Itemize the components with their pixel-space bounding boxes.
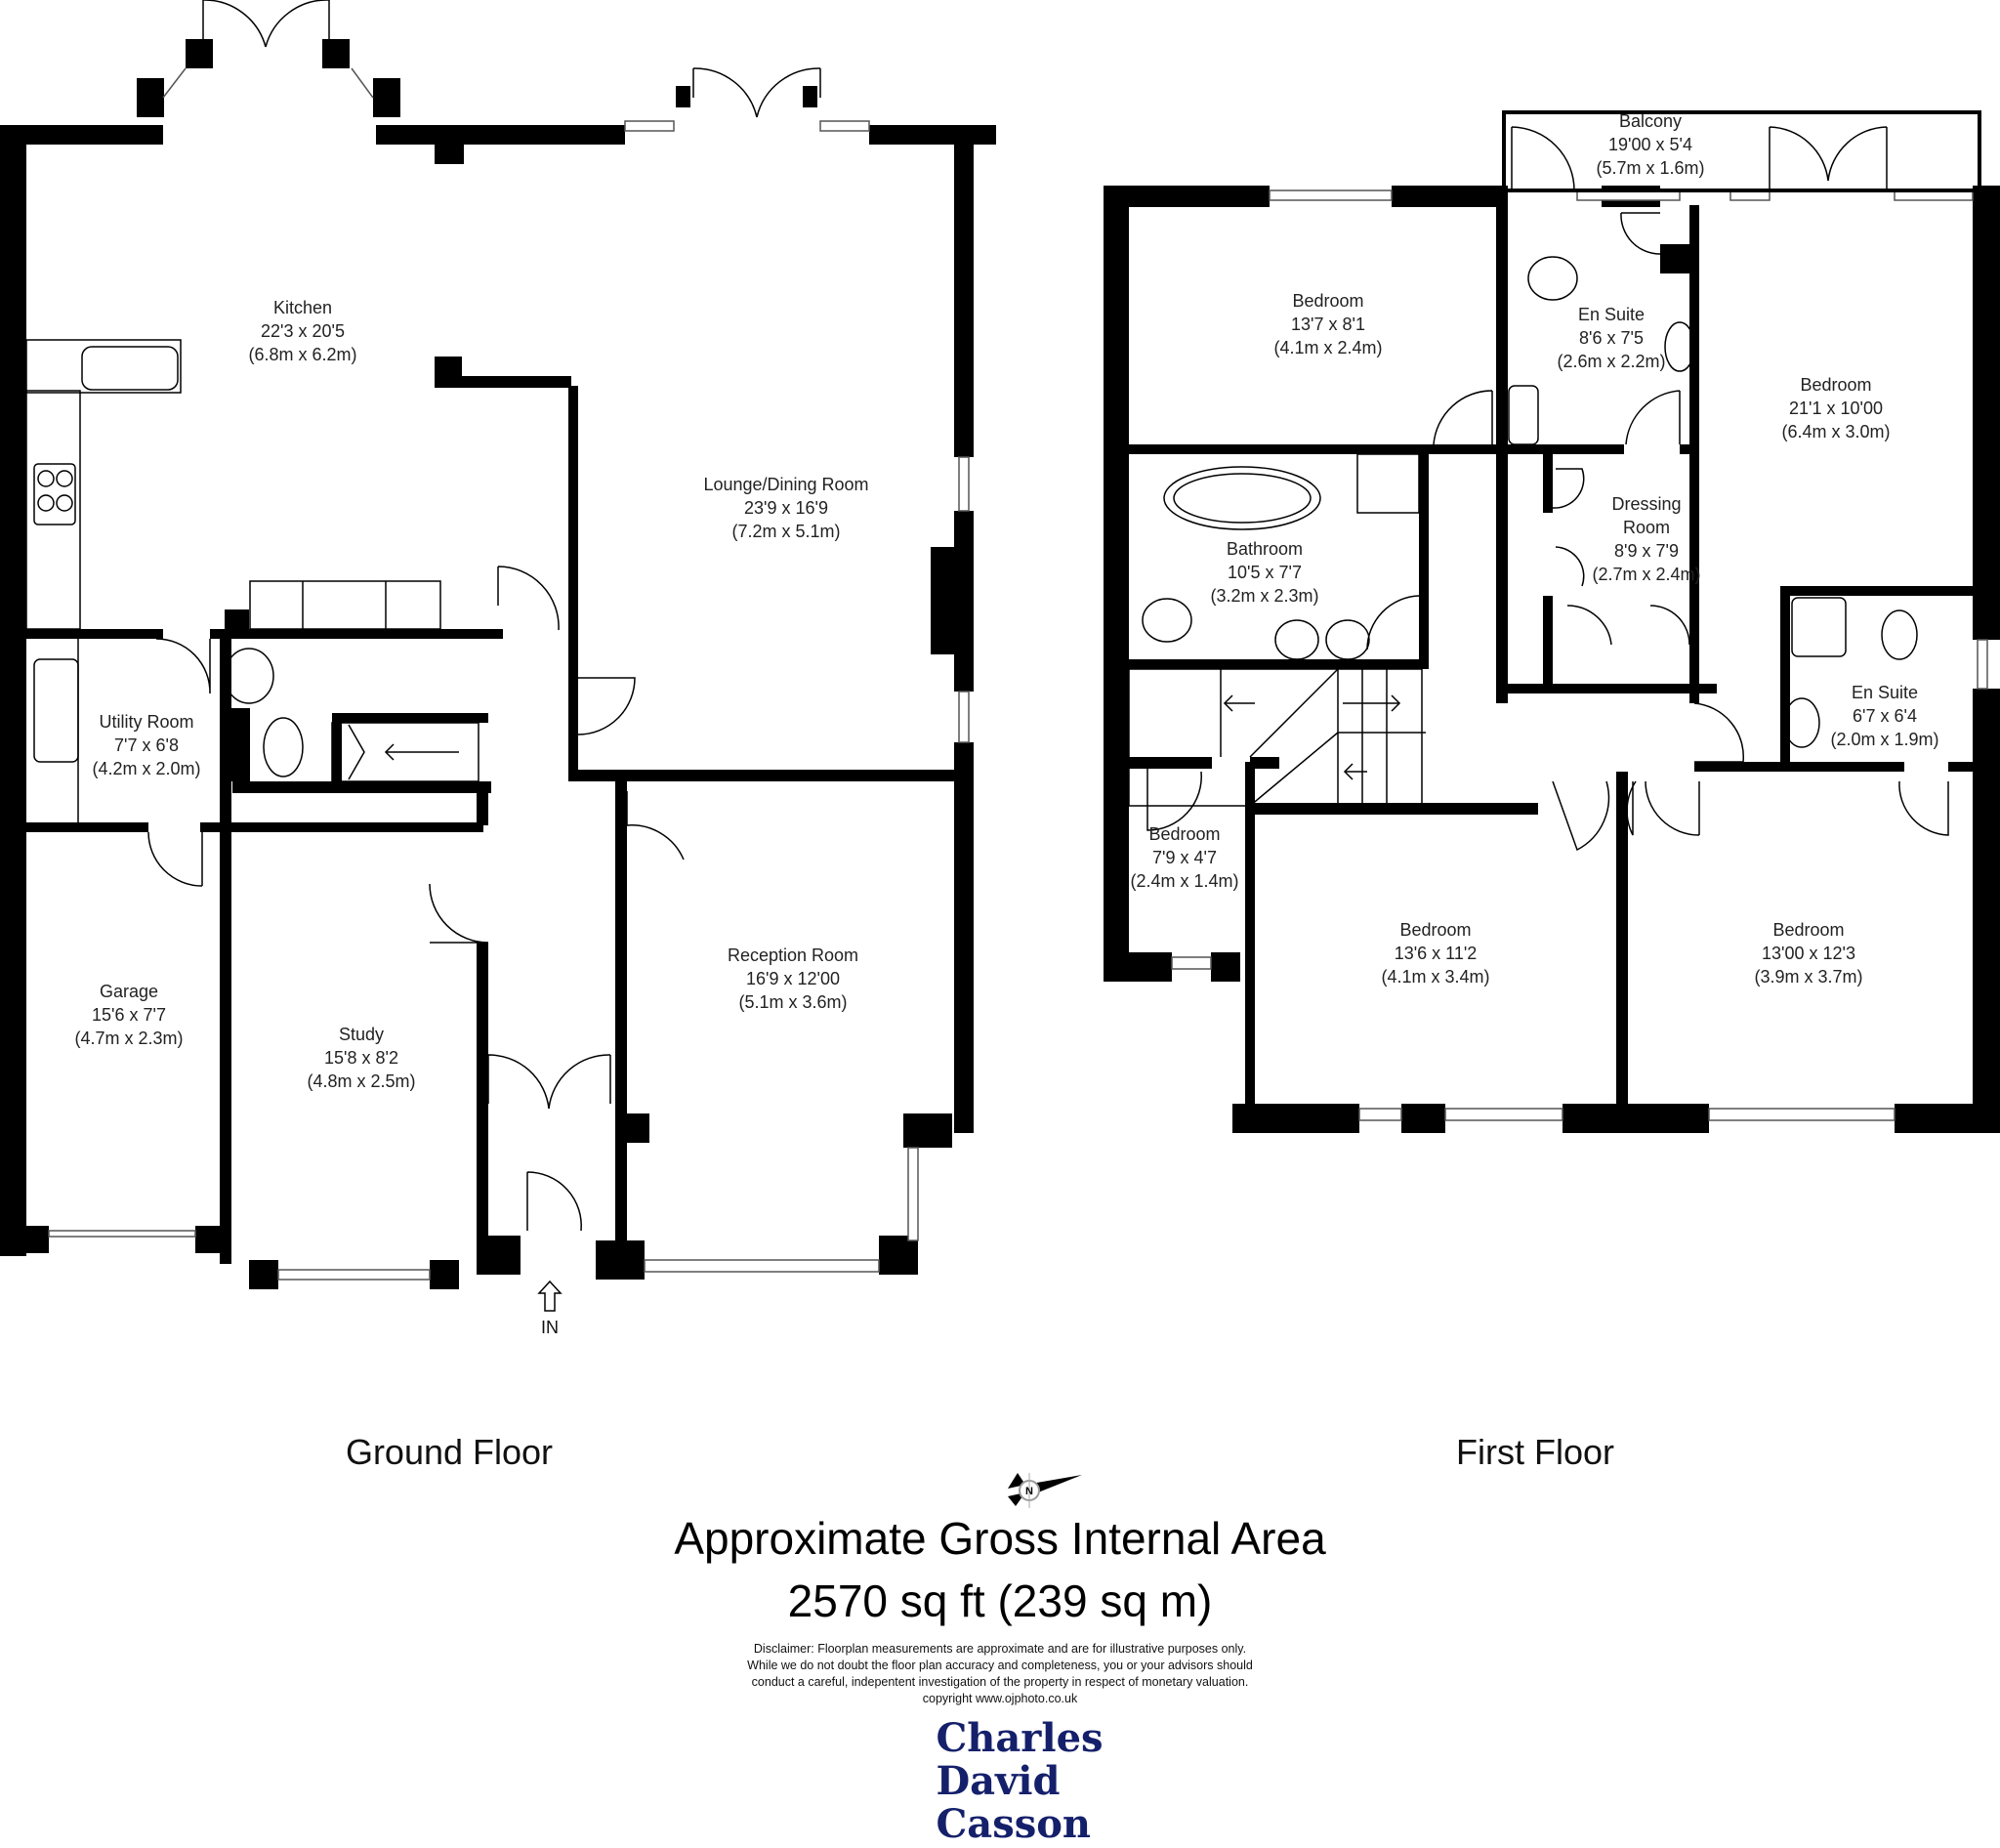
- room-size-imperial: 13'00 x 12'3: [1762, 944, 1855, 963]
- room-size-imperial: 15'8 x 8'2: [324, 1048, 398, 1068]
- room-name: Bedroom: [1292, 291, 1364, 311]
- disclaimer-line: conduct a careful, indepentent investiga…: [751, 1675, 1249, 1689]
- entrance-label: IN: [541, 1318, 559, 1337]
- room-label-bedroom-small: Bedroom 7'9 x 4'7 (2.4m x 1.4m): [1130, 822, 1238, 893]
- room-size-metric: (4.1m x 3.4m): [1381, 967, 1490, 987]
- room-size-imperial: 6'7 x 6'4: [1853, 706, 1917, 726]
- room-size-metric: (6.4m x 3.0m): [1781, 422, 1891, 441]
- room-size-imperial: 7'9 x 4'7: [1152, 848, 1217, 867]
- room-name: Balcony: [1618, 111, 1683, 131]
- floor-title-first: First Floor: [1456, 1432, 1614, 1472]
- room-size-metric: (2.7m x 2.4m): [1592, 565, 1701, 584]
- brand-logo: Charles David Casson: [936, 1717, 1103, 1846]
- room-label-kitchen: Kitchen 22'3 x 20'5 (6.8m x 6.2m): [248, 296, 356, 366]
- ground-floor-windows: [48, 67, 970, 1281]
- room-name: Dressing: [1611, 494, 1682, 514]
- room-label-master-bedroom: Bedroom 21'1 x 10'00 (6.4m x 3.0m): [1781, 373, 1890, 443]
- room-size-metric: (6.8m x 6.2m): [248, 345, 357, 364]
- ground-floor-walls: [0, 39, 996, 1289]
- room-name: Study: [338, 1025, 385, 1044]
- north-arrow-icon: N: [1006, 1471, 1084, 1510]
- room-size-metric: (7.2m x 5.1m): [731, 522, 841, 541]
- first-floor-windows: [1171, 110, 1988, 1121]
- room-label-bathroom: Bathroom 10'5 x 7'7 (3.2m x 2.3m): [1210, 537, 1318, 608]
- room-size-metric: (5.1m x 3.6m): [738, 992, 848, 1012]
- room-name: Bathroom: [1226, 539, 1304, 559]
- room-size-imperial: 8'6 x 7'5: [1579, 328, 1644, 348]
- room-size-metric: (4.8m x 2.5m): [307, 1071, 416, 1091]
- first-floor-doors: [1146, 126, 1949, 852]
- floor-title-ground: Ground Floor: [345, 1432, 554, 1472]
- room-label-bedroom-3: Bedroom 13'6 x 11'2 (4.1m x 3.4m): [1381, 918, 1489, 988]
- area-title: Approximate Gross Internal Area: [674, 1513, 1326, 1564]
- room-label-garage: Garage 15'6 x 7'7 (4.7m x 2.3m): [74, 980, 183, 1050]
- room-size-imperial: 19'00 x 5'4: [1608, 135, 1692, 154]
- room-size-metric: (2.0m x 1.9m): [1830, 730, 1939, 749]
- disclaimer-line: Disclaimer: Floorplan measurements are a…: [753, 1642, 1247, 1656]
- room-name: Garage: [99, 982, 159, 1001]
- room-name: En Suite: [1851, 683, 1919, 702]
- ground-floor-fixtures: [25, 339, 479, 822]
- room-size-metric: (4.2m x 2.0m): [92, 759, 201, 778]
- room-label-balcony: Balcony 19'00 x 5'4 (5.7m x 1.6m): [1596, 109, 1704, 180]
- room-size-metric: (2.4m x 1.4m): [1130, 871, 1239, 891]
- room-name: Lounge/Dining Room: [703, 475, 869, 494]
- room-size-imperial: 22'3 x 20'5: [261, 321, 345, 341]
- room-label-bedroom-1: Bedroom 13'7 x 8'1 (4.1m x 2.4m): [1273, 289, 1382, 359]
- room-name: Bedroom: [1148, 824, 1221, 844]
- room-name: Bedroom: [1399, 920, 1472, 940]
- area-value: 2570 sq ft (239 sq m): [787, 1575, 1213, 1626]
- room-size-imperial: 7'7 x 6'8: [114, 735, 179, 755]
- brand-line: David: [936, 1758, 1061, 1804]
- room-name: Bedroom: [1772, 920, 1845, 940]
- room-name: En Suite: [1577, 305, 1646, 324]
- floor-plan-drawing: [0, 0, 2000, 1289]
- entrance-arrow-icon: [537, 1280, 562, 1312]
- svg-text:N: N: [1025, 1486, 1033, 1497]
- room-name: Reception Room: [727, 945, 859, 965]
- room-size-imperial: 23'9 x 16'9: [744, 498, 828, 518]
- room-label-lounge-dining: Lounge/Dining Room 23'9 x 16'9 (7.2m x 5…: [703, 473, 868, 543]
- disclaimer-line: While we do not doubt the floor plan acc…: [747, 1659, 1253, 1672]
- room-name: Kitchen: [272, 298, 333, 317]
- first-floor-fixtures: [1128, 256, 1918, 807]
- room-size-metric: (3.2m x 2.3m): [1210, 586, 1319, 606]
- entrance-marker: IN: [535, 1280, 564, 1337]
- room-label-dressing-room: Dressing Room 8'9 x 7'9 (2.7m x 2.4m): [1592, 492, 1700, 586]
- disclaimer: Disclaimer: Floorplan measurements are a…: [688, 1641, 1312, 1707]
- room-label-study: Study 15'8 x 8'2 (4.8m x 2.5m): [307, 1023, 415, 1093]
- room-label-en-suite-2: En Suite 6'7 x 6'4 (2.0m x 1.9m): [1830, 681, 1938, 751]
- room-label-reception: Reception Room 16'9 x 12'00 (5.1m x 3.6m…: [728, 944, 858, 1014]
- room-size-imperial: 21'1 x 10'00: [1789, 399, 1883, 418]
- room-size-imperial: 8'9 x 7'9: [1614, 541, 1679, 561]
- room-label-en-suite-1: En Suite 8'6 x 7'5 (2.6m x 2.2m): [1557, 303, 1665, 373]
- room-name: Utility Room: [99, 712, 194, 732]
- room-size-imperial: 10'5 x 7'7: [1228, 563, 1302, 582]
- room-label-utility: Utility Room 7'7 x 6'8 (4.2m x 2.0m): [92, 710, 200, 780]
- room-label-bedroom-4: Bedroom 13'00 x 12'3 (3.9m x 3.7m): [1754, 918, 1862, 988]
- room-size-imperial: 15'6 x 7'7: [92, 1005, 166, 1025]
- first-floor-walls: [1104, 186, 2000, 1133]
- ground-floor-doors: [147, 0, 821, 1232]
- room-size-imperial: 13'6 x 11'2: [1394, 944, 1478, 963]
- room-name: Bedroom: [1800, 375, 1872, 395]
- room-size-metric: (4.1m x 2.4m): [1273, 338, 1383, 357]
- room-size-metric: (5.7m x 1.6m): [1596, 158, 1705, 178]
- room-size-metric: (2.6m x 2.2m): [1557, 352, 1666, 371]
- room-size-imperial: 13'7 x 8'1: [1291, 315, 1365, 334]
- copyright-text: copyright www.ojphoto.co.uk: [922, 1692, 1078, 1705]
- room-size-metric: (4.7m x 2.3m): [74, 1029, 184, 1048]
- room-size-imperial: 16'9 x 12'00: [746, 969, 840, 988]
- room-size-metric: (3.9m x 3.7m): [1754, 967, 1863, 987]
- room-name-line2: Room: [1622, 518, 1670, 537]
- brand-line: Charles: [936, 1715, 1104, 1761]
- brand-line: Casson: [936, 1801, 1092, 1847]
